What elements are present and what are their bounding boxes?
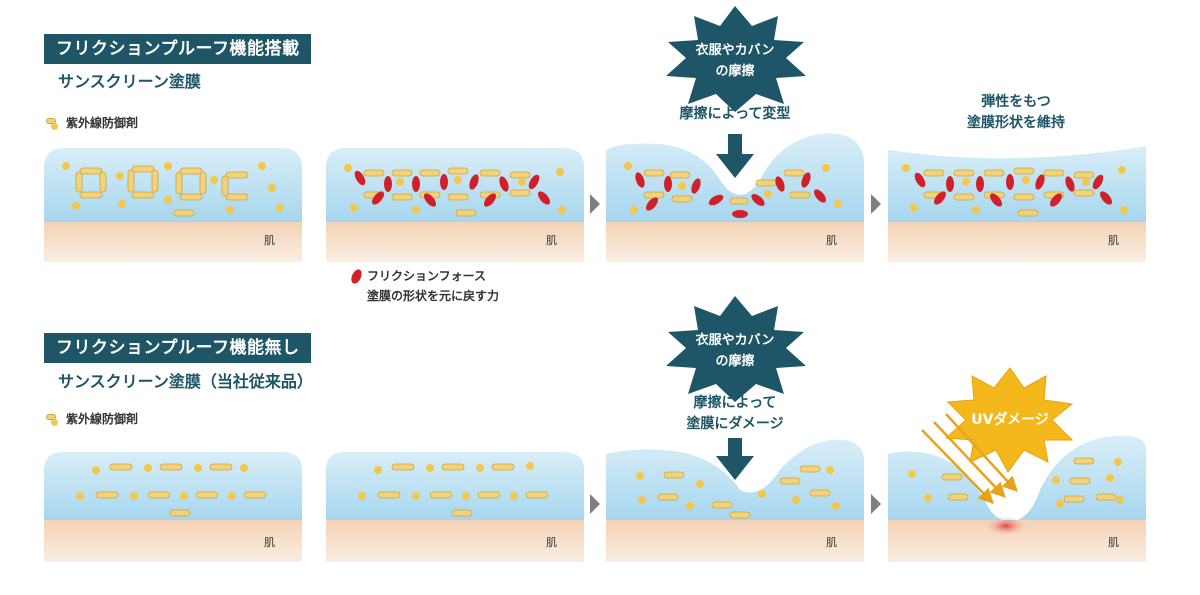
down-arrow-icon bbox=[716, 134, 754, 178]
skin-label: 肌 bbox=[826, 536, 837, 549]
arrow-right-icon bbox=[871, 194, 881, 214]
top-friction-label: 衣服やカバン の摩擦 bbox=[680, 40, 790, 82]
skin-label: 肌 bbox=[264, 234, 275, 247]
arrow-right-icon bbox=[871, 494, 881, 514]
uv-damage-label: UVダメージ bbox=[950, 410, 1070, 431]
top-elastic-label: 弾性をもつ 塗膜形状を維持 bbox=[936, 92, 1096, 134]
skin-label: 肌 bbox=[1108, 536, 1119, 549]
arrow-right-icon bbox=[590, 494, 600, 514]
skin-label: 肌 bbox=[1108, 234, 1119, 247]
arrow-right-icon bbox=[590, 194, 600, 214]
skin-label: 肌 bbox=[264, 536, 275, 549]
uv-damage-spot bbox=[984, 516, 1028, 536]
bottom-friction-label: 衣服やカバン の摩擦 bbox=[680, 330, 790, 372]
skin-label: 肌 bbox=[546, 234, 557, 247]
bottom-damage-label: 摩擦によって 塗膜にダメージ bbox=[650, 393, 820, 435]
skin-label: 肌 bbox=[546, 536, 557, 549]
top-deform-label: 摩擦によって変型 bbox=[650, 104, 820, 125]
top-panel-2: 肌 bbox=[326, 148, 584, 262]
skin-label: 肌 bbox=[826, 234, 837, 247]
